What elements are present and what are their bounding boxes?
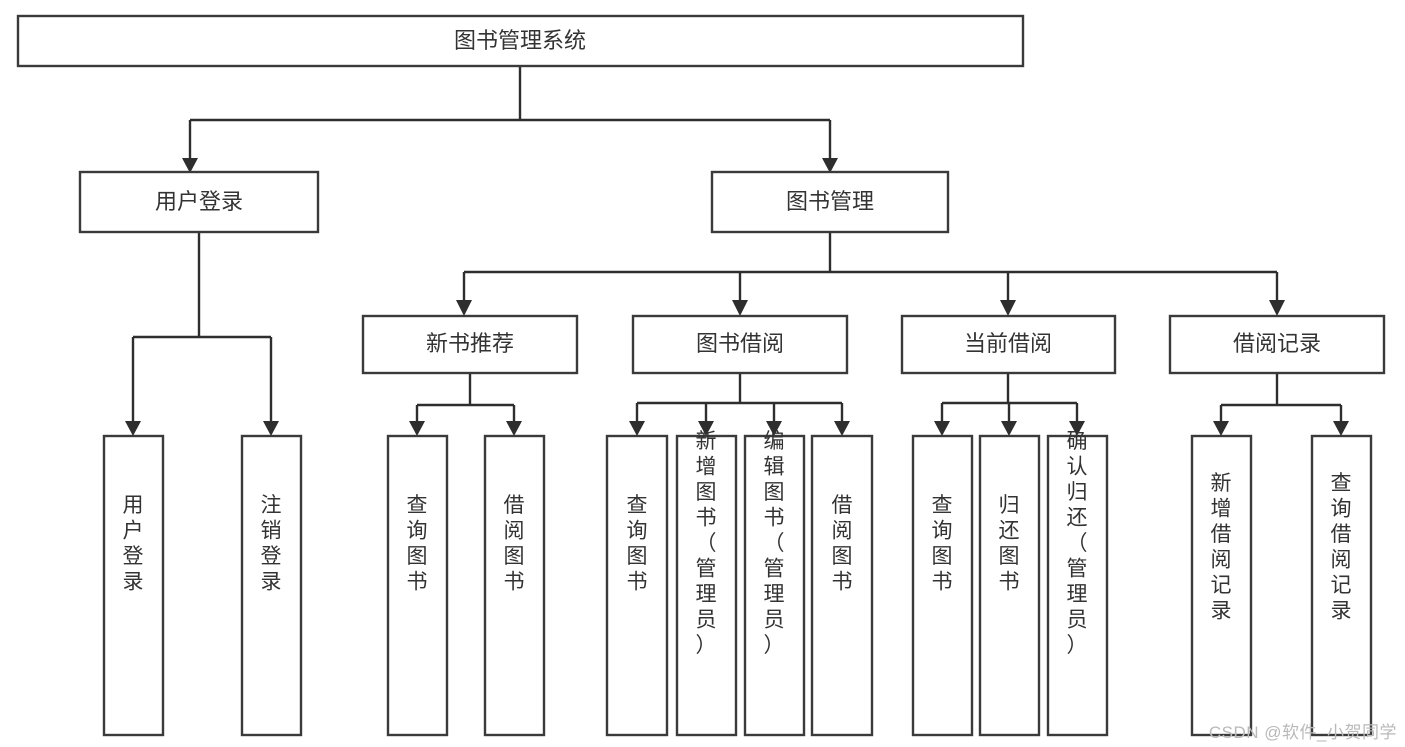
node-book-management-label: 图书管理 <box>786 189 874 214</box>
node-user-login-box[interactable] <box>78 170 320 234</box>
leaf-user-login-login-label: 用户登录 <box>123 494 144 594</box>
node-borrow-record-box[interactable] <box>1168 314 1386 375</box>
leaf-current-borrow-confirm[interactable]: 确认归还（管理员） <box>1046 430 1109 737</box>
leaf-current-borrow-query-label: 查询图书 <box>932 494 953 594</box>
connector-group-book-borrow <box>629 373 850 436</box>
node-book-management-box[interactable] <box>710 170 950 234</box>
leaf-new-book-borrow-label: 借阅图书 <box>504 494 525 594</box>
connector-group-current-borrow <box>934 373 1085 436</box>
leaf-current-borrow-confirm-label: 确认归还（管理员） <box>1067 430 1088 657</box>
leaf-borrow-record-query-label: 查询借阅记录 <box>1331 472 1352 623</box>
leaf-borrow-record-add[interactable]: 新增借阅记录 <box>1190 434 1253 737</box>
leaf-borrow-record-add-label: 新增借阅记录 <box>1211 472 1232 623</box>
node-book-borrow[interactable]: 图书借阅 <box>631 314 849 375</box>
leaf-book-borrow-query-label: 查询图书 <box>627 494 648 594</box>
node-new-book-recommend-box[interactable] <box>361 314 579 375</box>
leaf-current-borrow-return-box[interactable] <box>978 434 1041 737</box>
node-new-book-recommend[interactable]: 新书推荐 <box>361 314 579 375</box>
connector-group-root <box>182 66 838 173</box>
node-borrow-record-label: 借阅记录 <box>1233 331 1321 356</box>
leaf-current-borrow-query[interactable]: 查询图书 <box>911 434 974 737</box>
connector-group-book-management <box>456 232 1285 316</box>
leaf-new-book-borrow[interactable]: 借阅图书 <box>483 434 546 737</box>
leaf-new-book-query-box[interactable] <box>386 434 449 737</box>
leaf-current-borrow-return-label: 归还图书 <box>999 494 1020 594</box>
node-current-borrow-box[interactable] <box>900 314 1117 375</box>
leaf-book-borrow-add-box[interactable] <box>675 434 738 737</box>
node-user-login-label: 用户登录 <box>155 189 243 214</box>
leaf-book-borrow-query[interactable]: 查询图书 <box>605 434 669 737</box>
leaf-user-login-logout-label: 注销登录 <box>261 494 282 594</box>
leaf-book-borrow-borrow-box[interactable] <box>810 434 874 737</box>
leaf-book-borrow-add-label: 新增图书（管理员） <box>696 430 717 657</box>
node-root-label: 图书管理系统 <box>454 28 586 53</box>
leaf-book-borrow-borrow[interactable]: 借阅图书 <box>810 434 874 737</box>
leaf-borrow-record-query-box[interactable] <box>1310 434 1373 737</box>
node-root-box[interactable] <box>16 14 1025 68</box>
leaf-new-book-borrow-box[interactable] <box>483 434 546 737</box>
leaf-current-borrow-return[interactable]: 归还图书 <box>978 434 1041 737</box>
leaf-user-login-logout[interactable]: 注销登录 <box>240 434 303 737</box>
leaf-book-borrow-borrow-label: 借阅图书 <box>832 494 853 594</box>
leaf-book-borrow-edit-box[interactable] <box>743 434 806 737</box>
leaf-new-book-query[interactable]: 查询图书 <box>386 434 449 737</box>
node-book-borrow-label: 图书借阅 <box>696 331 784 356</box>
leaf-current-borrow-confirm-box[interactable] <box>1046 434 1109 737</box>
csdn-watermark: CSDN @软件_小贺同学 <box>1208 723 1397 742</box>
connector-group-new-book <box>409 373 522 436</box>
node-book-borrow-box[interactable] <box>631 314 849 375</box>
node-user-login[interactable]: 用户登录 <box>78 170 320 234</box>
node-new-book-recommend-label: 新书推荐 <box>426 331 514 356</box>
leaf-book-borrow-query-box[interactable] <box>605 434 669 737</box>
leaf-user-login-logout-box[interactable] <box>240 434 303 737</box>
leaf-book-borrow-edit[interactable]: 编辑图书（管理员） <box>743 430 806 737</box>
leaf-book-borrow-edit-label: 编辑图书（管理员） <box>764 430 785 657</box>
leaf-book-borrow-add[interactable]: 新增图书（管理员） <box>675 430 738 737</box>
node-root[interactable]: 图书管理系统 <box>16 14 1025 68</box>
connector-group-user-login <box>125 232 279 436</box>
node-current-borrow[interactable]: 当前借阅 <box>900 314 1117 375</box>
node-book-management[interactable]: 图书管理 <box>710 170 950 234</box>
leaf-new-book-query-label: 查询图书 <box>407 494 428 594</box>
leaf-current-borrow-query-box[interactable] <box>911 434 974 737</box>
node-borrow-record[interactable]: 借阅记录 <box>1168 314 1386 375</box>
connector-group-borrow-record <box>1213 373 1349 436</box>
leaf-user-login-login[interactable]: 用户登录 <box>102 434 165 737</box>
leaf-borrow-record-add-box[interactable] <box>1190 434 1253 737</box>
leaf-borrow-record-query[interactable]: 查询借阅记录 <box>1310 434 1373 737</box>
leaf-user-login-login-box[interactable] <box>102 434 165 737</box>
node-current-borrow-label: 当前借阅 <box>964 331 1052 356</box>
